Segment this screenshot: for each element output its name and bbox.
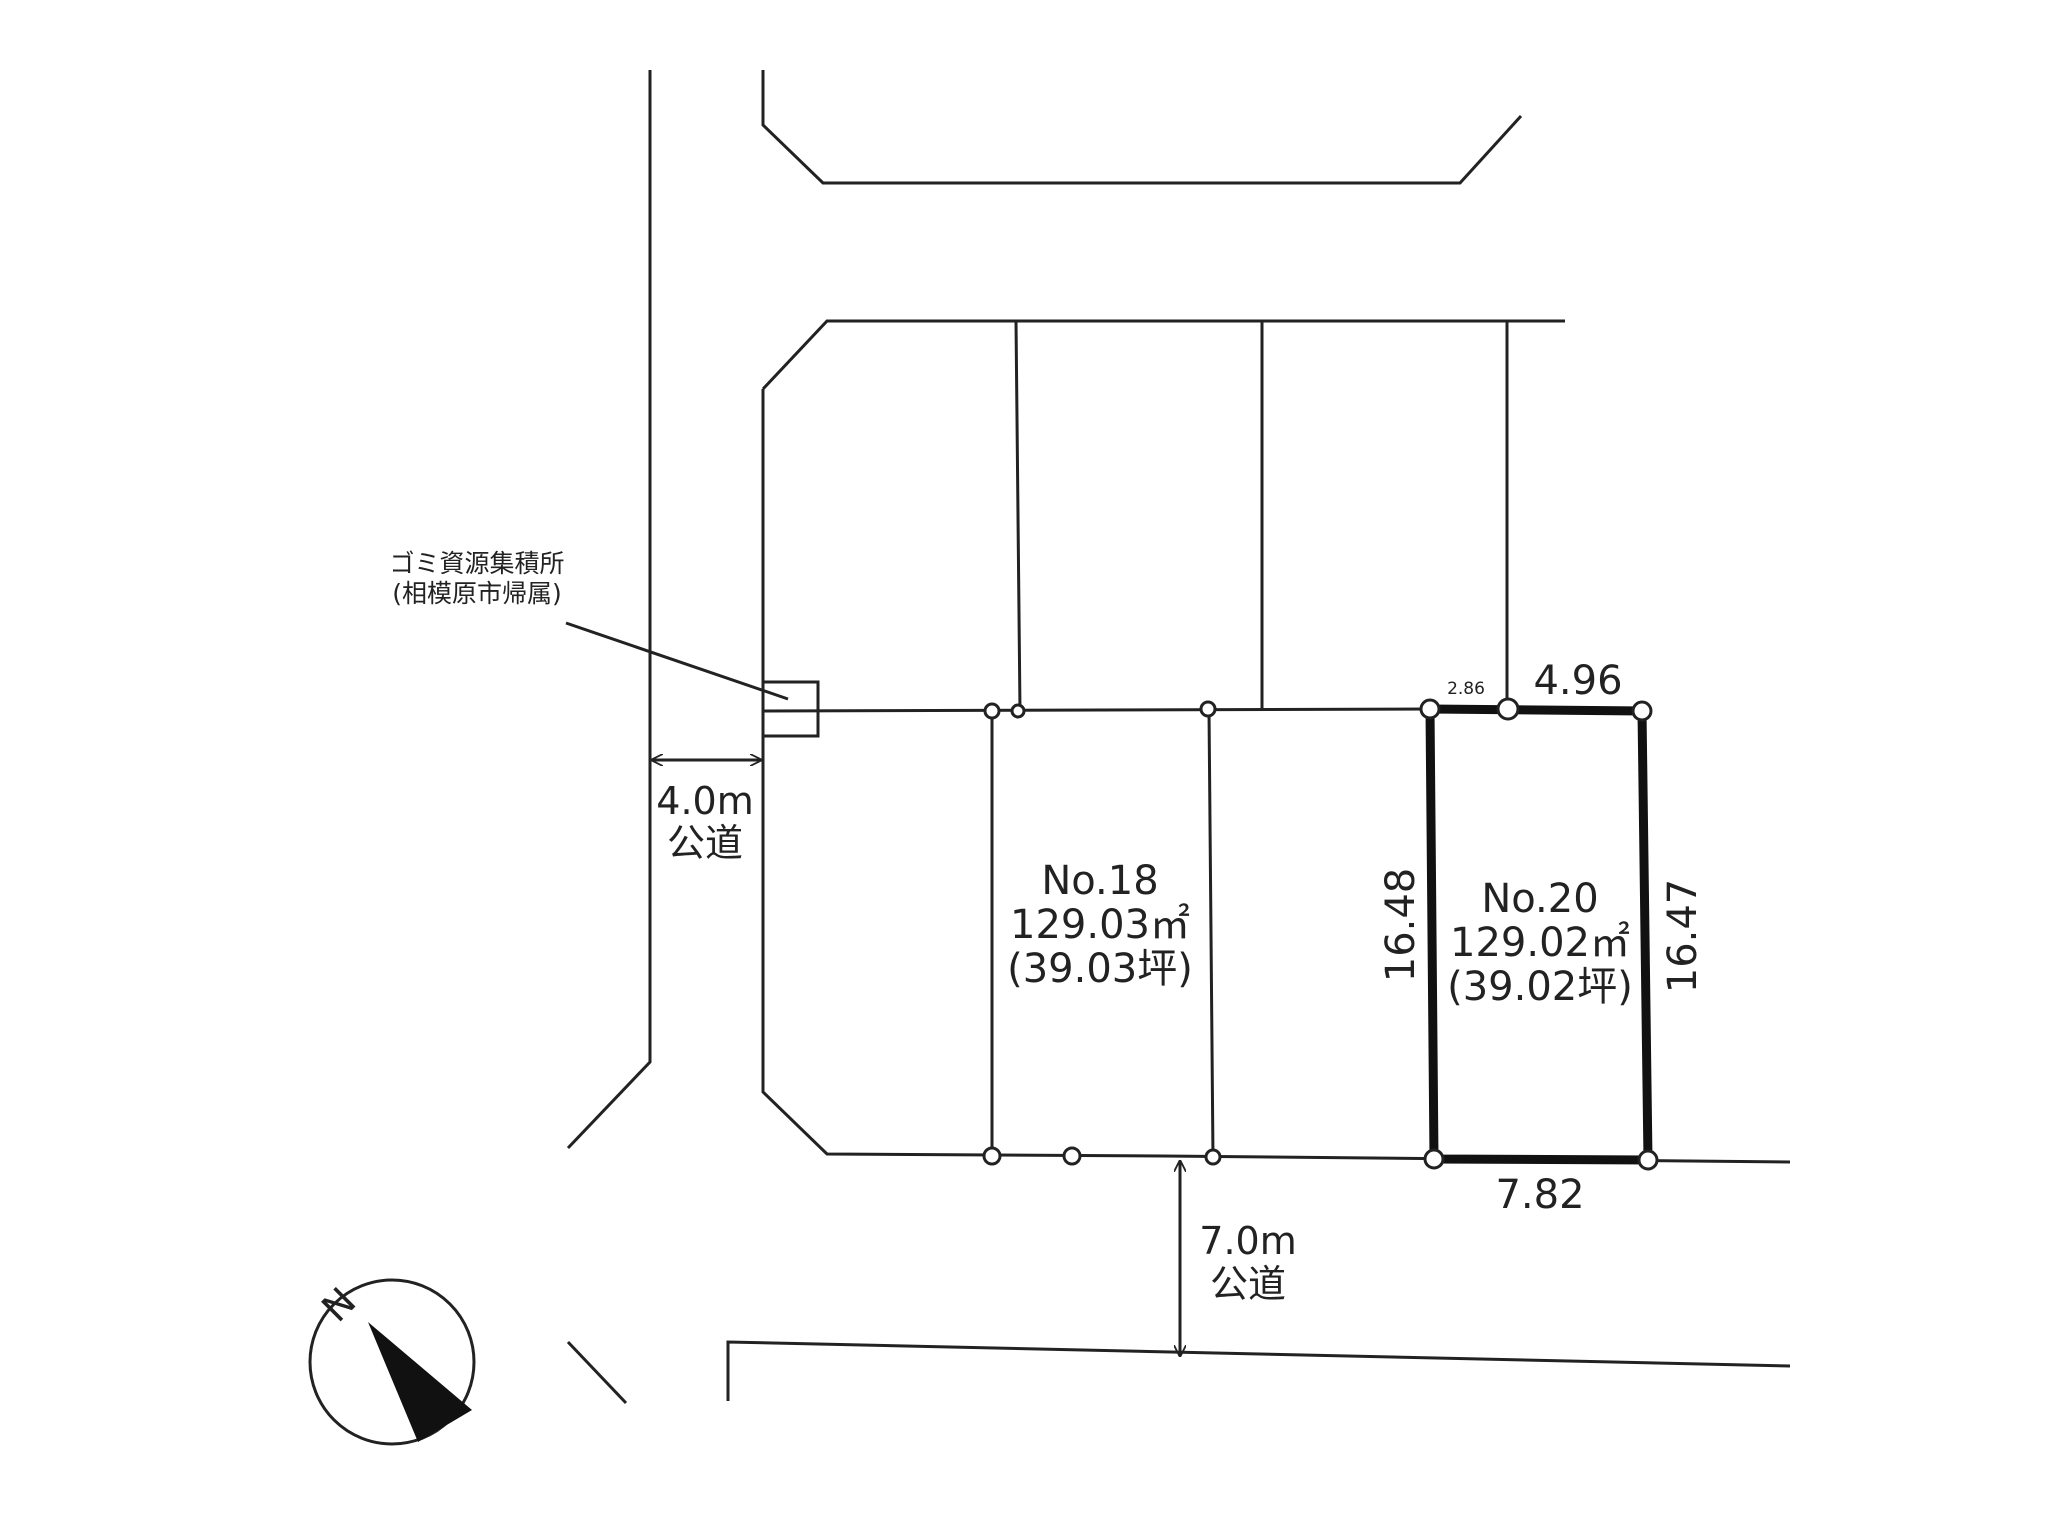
road-west-inner-edge: [761, 389, 1164, 1158]
dimension-top: 4.96: [1533, 658, 1622, 704]
collection-point-leader-line: [565, 621, 789, 701]
boundary-marker: [1423, 1148, 1445, 1170]
north-block-boundary: [761, 70, 1523, 185]
boundary-marker: [1199, 700, 1217, 718]
road-south-width-label: 7.0m: [1199, 1219, 1296, 1263]
road-south-far-edge: [726, 1340, 1791, 1401]
boundary-marker: [1637, 1149, 1659, 1171]
boundary-marker: [983, 702, 1001, 720]
boundary-marker: [1062, 1146, 1082, 1166]
collection-point-label: ゴミ資源集積所: [389, 549, 564, 578]
lot-20-area: 129.02㎡: [1450, 920, 1630, 966]
lot-18-tsubo: (39.03坪): [1007, 946, 1193, 992]
road-west-outer-edge: [566, 70, 652, 1150]
dimension-left: 16.48: [1378, 868, 1424, 983]
lot-18-number: No.18: [1041, 858, 1158, 904]
boundary-marker: [1419, 698, 1441, 720]
boundary-marker: [1631, 700, 1653, 722]
collection-point-box: [761, 680, 820, 738]
road-west: [566, 70, 1164, 1158]
lot-18-area: 129.03㎡: [1010, 902, 1190, 948]
lot-20-number: No.20: [1481, 876, 1598, 922]
upper-lot-divider-1: [1014, 320, 1022, 712]
boundary-marker: [1496, 697, 1520, 721]
boundary-markers: [982, 697, 1659, 1171]
compass-needle-icon: [368, 1322, 472, 1442]
dimension-right: 16.47: [1660, 879, 1706, 994]
boundary-marker: [1204, 1148, 1222, 1166]
north-arrow: N: [308, 1278, 476, 1446]
road-corner-mark: [566, 1340, 628, 1405]
collection-point-note: (相模原市帰属): [392, 579, 562, 608]
subdivision-upper-lines: [761, 319, 1565, 713]
boundary-marker: [1010, 703, 1026, 719]
dimension-top-small: 2.86: [1447, 679, 1485, 699]
road-south-type-label: 公道: [1210, 1262, 1286, 1306]
upper-block-boundary: [761, 319, 1565, 391]
lot-20-tsubo: (39.02坪): [1447, 964, 1633, 1010]
lot-18-east-side: [1207, 709, 1215, 1159]
middle-boundary-line: [762, 707, 1431, 713]
boundary-marker: [982, 1146, 1002, 1166]
dimension-bottom: 7.82: [1495, 1172, 1584, 1218]
road-west-type-label: 公道: [667, 821, 743, 865]
road-west-width-label: 4.0m: [656, 779, 753, 823]
